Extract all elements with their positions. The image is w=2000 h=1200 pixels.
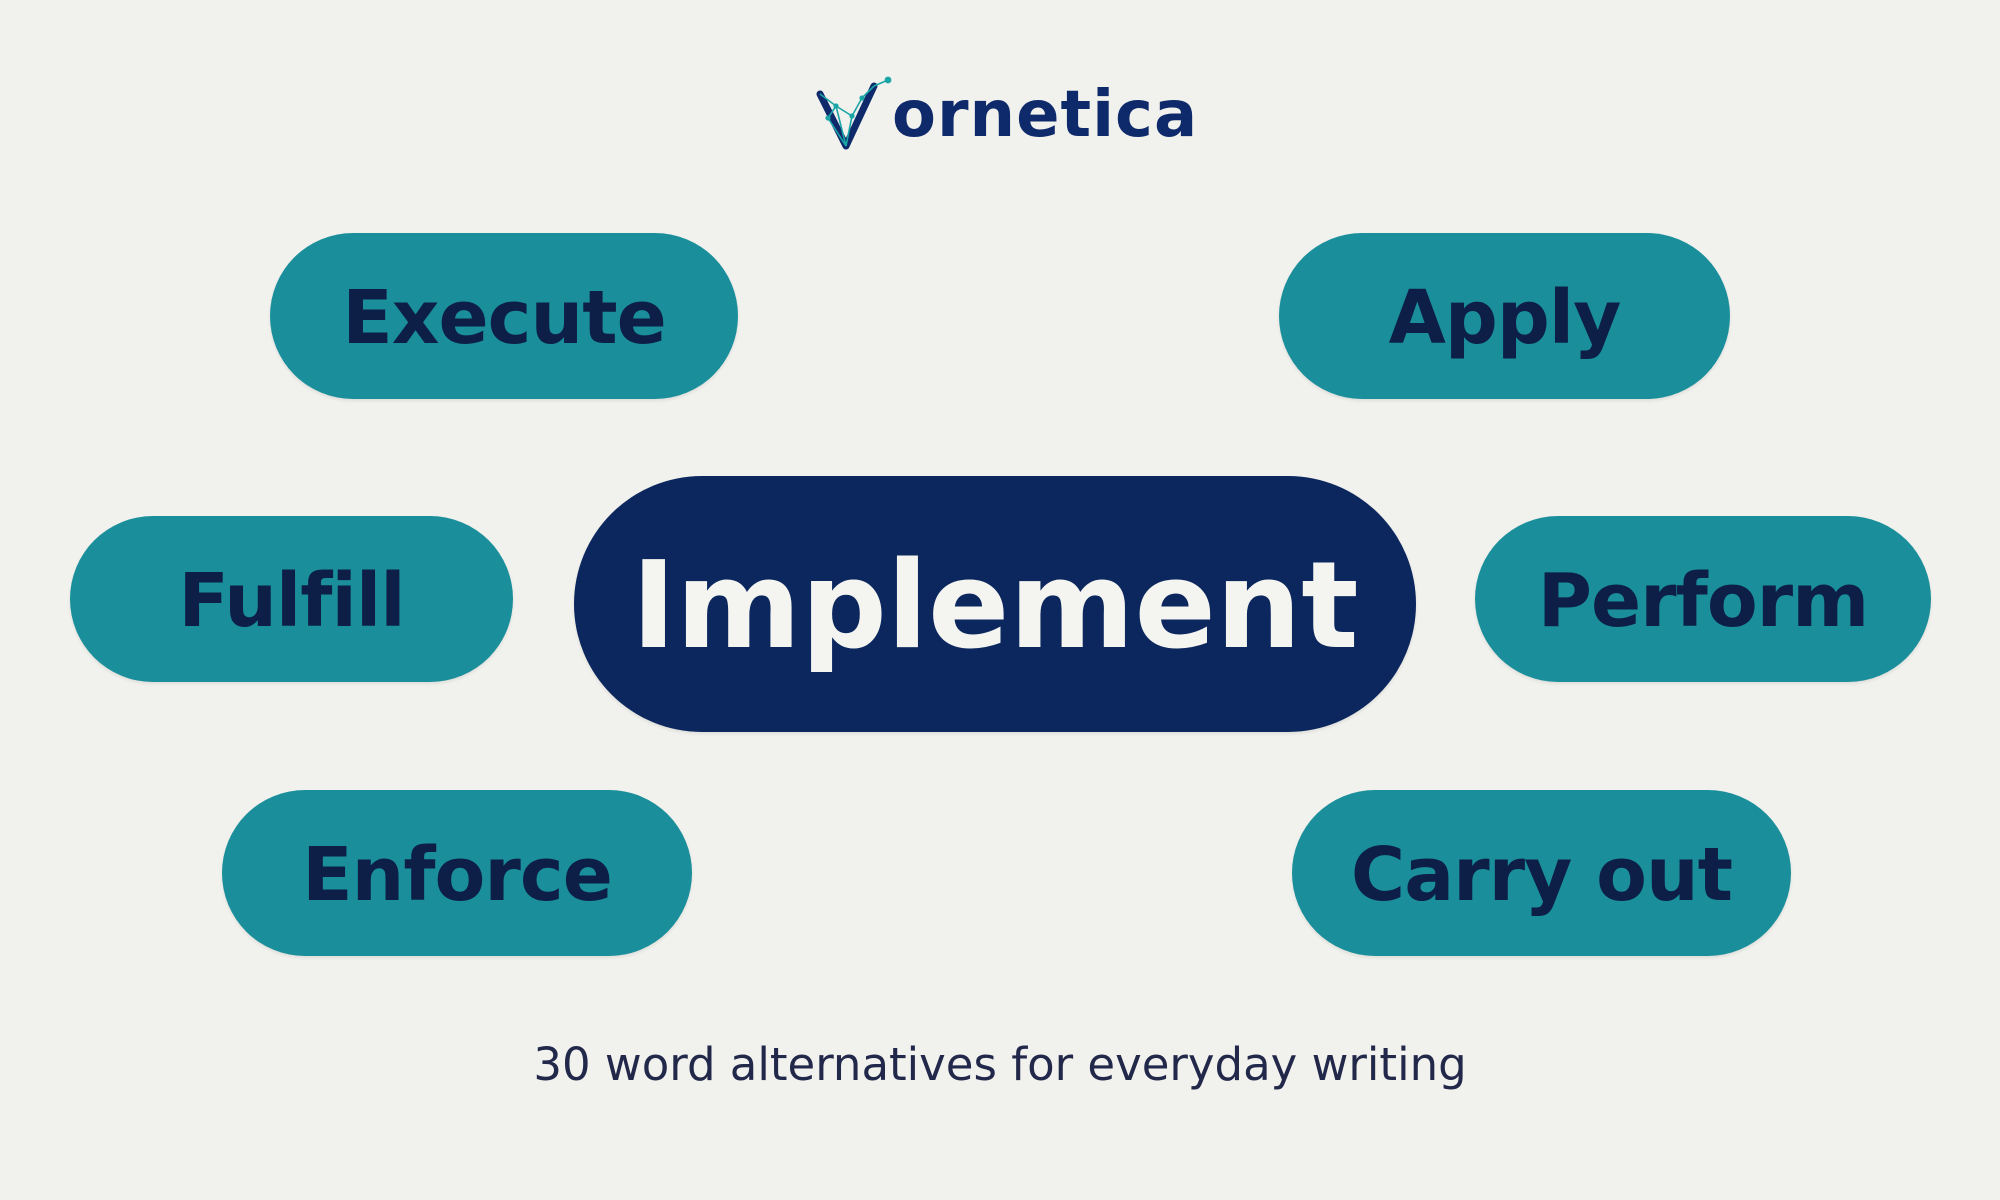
- alternative-pill-carry-out: Carry out: [1292, 790, 1791, 956]
- brand-name: ornetica: [892, 78, 1199, 152]
- alternative-label: Carry out: [1350, 832, 1733, 918]
- alternative-label: Apply: [1388, 275, 1622, 361]
- alternative-pill-fulfill: Fulfill: [70, 516, 513, 682]
- alternative-pill-execute: Execute: [270, 233, 738, 399]
- center-word-label: Implement: [631, 536, 1359, 676]
- v-network-logo-icon: [816, 76, 892, 150]
- alternative-label: Enforce: [302, 832, 613, 918]
- center-word-pill: Implement: [574, 476, 1416, 732]
- alternative-pill-perform: Perform: [1475, 516, 1931, 682]
- alternative-label: Fulfill: [178, 558, 405, 644]
- alternative-pill-apply: Apply: [1279, 233, 1730, 399]
- alternative-label: Execute: [342, 275, 667, 361]
- brand-logo: ornetica: [816, 76, 1198, 150]
- alternative-label: Perform: [1537, 558, 1870, 644]
- alternative-pill-enforce: Enforce: [222, 790, 692, 956]
- caption: 30 word alternatives for everyday writin…: [533, 1038, 1467, 1091]
